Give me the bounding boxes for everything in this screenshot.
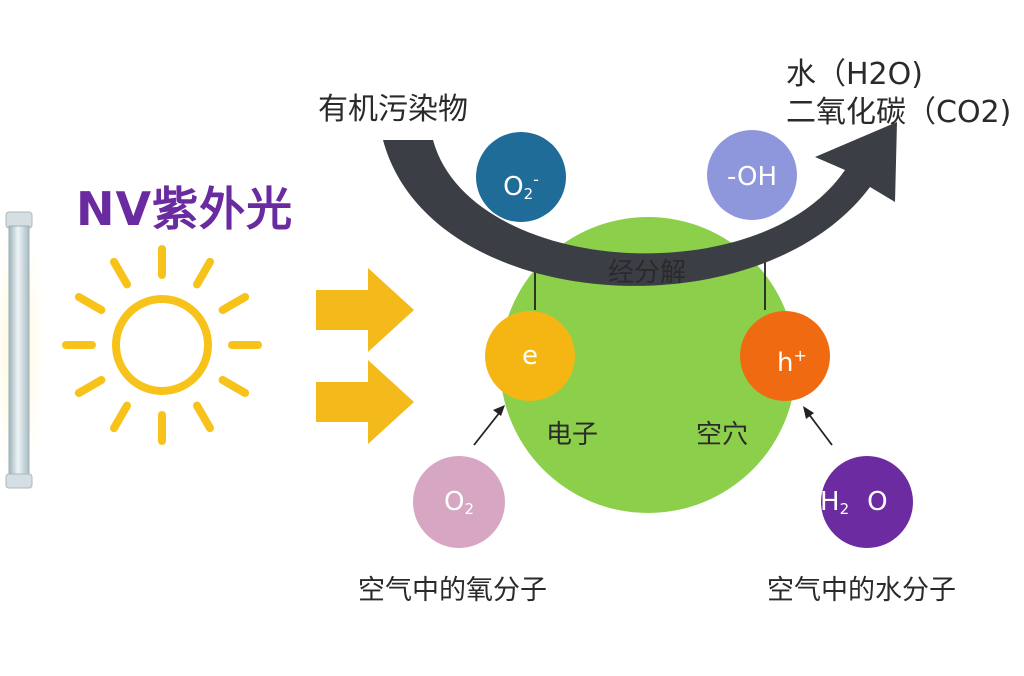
decomposition-label: 经分解 bbox=[608, 258, 687, 288]
hole-text: h+ bbox=[777, 346, 807, 378]
sun-ray bbox=[110, 401, 131, 433]
sun-ray bbox=[193, 401, 214, 433]
product-water: 水（H2O) bbox=[786, 57, 923, 92]
superoxide-text: O2- bbox=[503, 170, 539, 203]
sun-icon bbox=[62, 245, 262, 445]
curved-arrow-icon bbox=[383, 122, 897, 286]
hydroxyl-ball bbox=[707, 130, 797, 220]
arrow-up-icon bbox=[473, 405, 505, 446]
arrow-right-icon bbox=[316, 268, 414, 352]
water-ball bbox=[821, 456, 913, 548]
sun-ray bbox=[110, 257, 131, 289]
sun-ray bbox=[218, 376, 250, 397]
uv-lamp-icon bbox=[0, 190, 48, 510]
sun-ray bbox=[218, 293, 250, 314]
products-label: 水（H2O) 二氧化碳（CO2) bbox=[786, 56, 1011, 132]
hole-ball bbox=[740, 311, 830, 401]
sun-ray bbox=[74, 376, 106, 397]
hole-label: 空穴 bbox=[696, 420, 749, 450]
electron-text: e bbox=[522, 341, 538, 371]
sun-ray bbox=[74, 293, 106, 314]
electron-label: 电子 bbox=[546, 420, 599, 450]
arrow-right-icon bbox=[316, 360, 414, 444]
diagram-title: NV紫外光 bbox=[76, 182, 294, 236]
arrow-up-icon bbox=[803, 406, 833, 446]
superoxide-ball bbox=[476, 132, 566, 222]
oxygen-text: O2 bbox=[443, 487, 474, 518]
hydroxyl-text: -OH bbox=[726, 162, 778, 192]
electron-ball bbox=[485, 311, 575, 401]
water-source-label: 空气中的水分子 bbox=[767, 575, 956, 606]
sun-ray bbox=[193, 257, 214, 289]
catalyst-circle bbox=[500, 217, 796, 513]
organic-pollutant-label: 有机污染物 bbox=[318, 92, 468, 127]
product-co2: 二氧化碳（CO2) bbox=[786, 95, 1012, 130]
oxygen-source-label: 空气中的氧分子 bbox=[358, 575, 547, 606]
oxygen-ball bbox=[413, 456, 505, 548]
